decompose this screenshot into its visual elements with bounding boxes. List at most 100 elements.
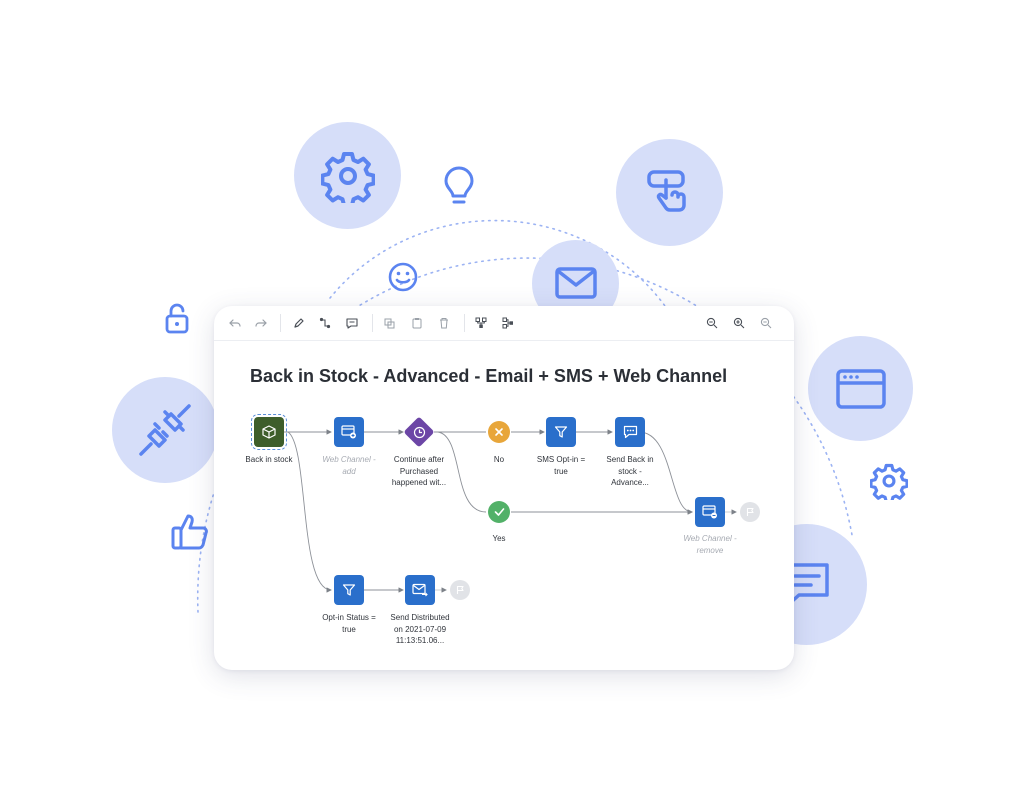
pencil-icon [293,317,304,328]
zoom-fit-button[interactable] [757,314,775,332]
plug-bubble [112,377,218,483]
check-icon [494,508,504,516]
copy-icon [384,318,394,328]
web-channel-remove-label: Web Channel - remove [670,533,750,556]
split-button[interactable] [472,314,490,332]
optin-status-filter-node[interactable] [334,575,364,605]
optin-status-filter-label: Opt-in Status = true [309,612,389,635]
flag-icon [456,585,464,594]
thumbs-up-icon [171,514,208,550]
yes-branch-node[interactable] [488,501,510,523]
sms-optin-filter-label: SMS Opt-in = true [521,454,601,477]
trigger-label: Back in stock [245,455,293,464]
gear-icon [320,151,375,203]
send-sms-node[interactable] [615,417,645,447]
label-line: happened wit... [391,478,447,487]
web-channel-add-label: Web Channel - add [309,454,389,477]
label-line: stock - [618,466,642,476]
smiley-icon [388,262,418,292]
yes-branch-label: Yes [492,534,506,543]
x-icon [495,428,503,436]
zoom-in-button[interactable] [730,314,748,332]
label-line: Send Distributed [390,613,450,622]
package-icon [262,425,276,439]
browser-bubble [808,336,913,441]
label-line: Send Back in [606,455,654,464]
edit-button[interactable] [289,314,307,332]
connect-icon [319,317,331,329]
undo-icon [229,319,241,327]
label-line: Purchased [399,466,439,476]
redo-button[interactable] [252,314,270,332]
zoom-in-icon [733,317,745,329]
sms-optin-filter-node[interactable] [546,417,576,447]
no-branch-label: No [493,455,505,464]
touch-icon [646,169,686,212]
journey-title: Back in Stock - Advanced - Email + SMS +… [250,366,728,386]
thumbs-up-deco [169,509,213,553]
small-gear-deco [870,462,908,500]
no-branch-node[interactable] [488,421,510,443]
small-gear-icon [870,463,908,500]
trigger-node[interactable] [251,414,287,450]
comment-icon [346,317,358,329]
clock-icon [413,426,425,438]
send-email-node[interactable] [405,575,435,605]
label-line: Continue after [393,455,445,464]
send-email-label: Send Distributed on 2021-07-09 11:13:51.… [380,612,460,647]
lightbulb-icon [444,166,474,204]
label-line: on 2021-07-09 [393,624,447,634]
label-line: Advance... [611,478,649,487]
smiley-deco [387,261,419,293]
condition-node[interactable] [403,416,435,448]
plug-icon [139,404,191,456]
touch-bubble [616,139,723,246]
web-channel-add-node[interactable] [334,417,364,447]
condition-icon-wrap [404,417,434,447]
envelope-icon [554,266,597,299]
toolbar-separator [372,314,373,332]
label-line: 11:13:51.06... [395,636,445,645]
label-line: true [342,624,356,634]
label-line: Web Channel - [683,534,737,543]
split-icon [475,317,487,328]
label-line: Web Channel - [322,455,376,464]
web-channel-remove-node[interactable] [695,497,725,527]
label-line: remove [696,545,724,555]
zoom-fit-icon [760,317,772,329]
label-line: Opt-in Status = [322,613,376,622]
gear-bubble [294,122,401,229]
trash-icon [440,318,448,329]
lock-deco [163,302,191,336]
paste-icon [412,318,422,329]
merge-icon [502,317,513,329]
delete-button[interactable] [435,314,453,332]
journey-canvas: Back in Stock - Advanced - Email + SMS +… [214,306,794,670]
undo-button[interactable] [226,314,244,332]
filter-icon [554,426,568,438]
comment-button[interactable] [343,314,361,332]
browser-remove-icon [702,505,717,519]
toolbar-separator [464,314,465,332]
flag-icon [746,507,754,516]
redo-icon [255,319,267,327]
end-node [450,580,470,600]
browser-add-icon [341,425,356,439]
label-line: add [342,466,356,476]
paste-button[interactable] [408,314,426,332]
zoom-out-button[interactable] [703,314,721,332]
sms-icon [623,425,637,439]
label-line: SMS Opt-in = [536,455,586,464]
flow-connectors [284,429,737,593]
filter-icon [342,584,356,596]
email-icon [412,583,428,597]
zoom-out-icon [706,317,718,329]
connect-button[interactable] [316,314,334,332]
label-line: true [554,466,568,476]
merge-button[interactable] [499,314,517,332]
condition-label: Continue after Purchased happened wit... [379,454,459,489]
canvas-toolbar [214,306,794,341]
copy-button[interactable] [380,314,398,332]
lock-icon [165,303,189,334]
